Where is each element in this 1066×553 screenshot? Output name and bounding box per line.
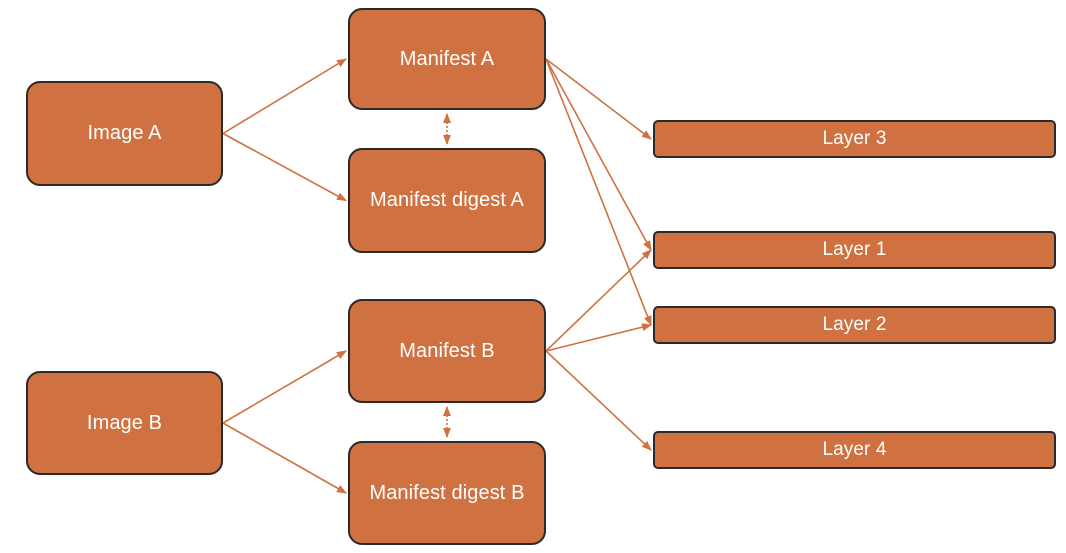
layer-1-label: Layer 1	[822, 239, 887, 260]
edge-manifest-b-to-layer-1	[545, 249, 652, 352]
image-a-node: Image A	[26, 81, 223, 186]
edge-image-b-to-manifest-digest-b	[222, 422, 347, 494]
layer-1-node: Layer 1	[653, 231, 1056, 269]
edge-manifest-b-to-layer-4	[545, 350, 652, 451]
edge-manifest-a-to-layer-2	[545, 58, 652, 326]
image-a-label: Image A	[87, 122, 162, 144]
edge-image-a-to-manifest-digest-a	[222, 132, 347, 202]
layer-3-label: Layer 3	[822, 128, 887, 149]
layer-2-label: Layer 2	[822, 314, 887, 335]
edge-manifest-a-to-layer-3	[545, 58, 652, 140]
edge-image-b-to-manifest-b	[222, 350, 347, 424]
manifest-b-label: Manifest B	[399, 339, 495, 362]
image-b-node: Image B	[26, 371, 223, 475]
manifest-digest-a-node: Manifest digest A	[348, 148, 546, 253]
edge-image-a-to-manifest-a	[222, 58, 347, 135]
edge-manifest-a-to-layer-1	[545, 58, 652, 251]
manifest-digest-b-label: Manifest digest B	[369, 481, 525, 504]
manifest-digest-b-node: Manifest digest B	[348, 441, 546, 545]
image-b-label: Image B	[86, 411, 163, 434]
layer-3-node: Layer 3	[653, 120, 1056, 158]
edge-manifest-b-to-layer-2	[545, 323, 652, 352]
layer-4-node: Layer 4	[653, 431, 1056, 469]
layer-2-node: Layer 2	[653, 306, 1056, 344]
manifest-a-node: Manifest A	[348, 8, 546, 110]
manifest-b-node: Manifest B	[348, 299, 546, 403]
manifest-a-label: Manifest A	[399, 47, 495, 70]
layer-4-label: Layer 4	[822, 439, 887, 460]
manifest-digest-a-label: Manifest digest A	[369, 189, 524, 211]
